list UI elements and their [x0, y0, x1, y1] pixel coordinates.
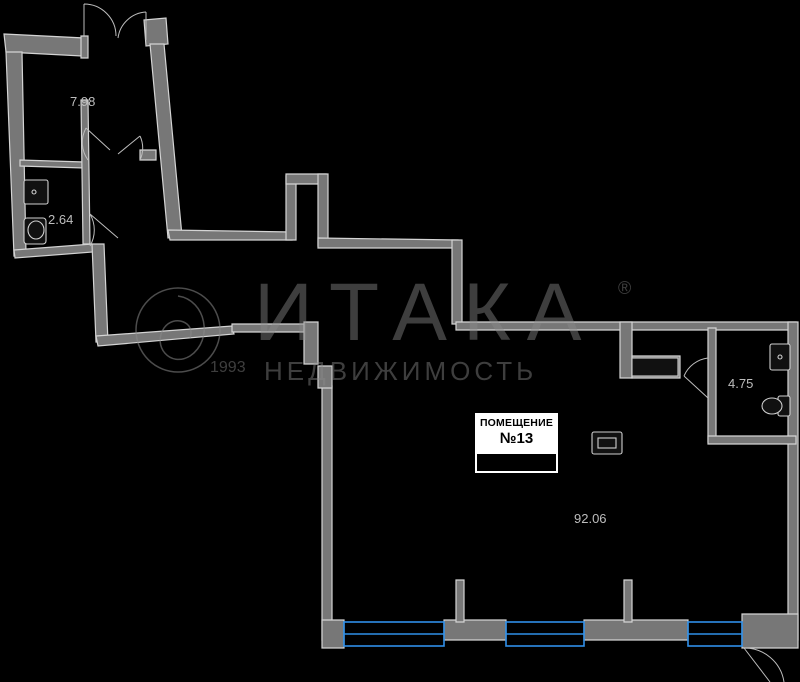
door-entrance-left	[83, 3, 117, 37]
doors	[81, 3, 785, 682]
door-vestibule-left	[81, 127, 111, 161]
watermark-registered: ®	[618, 278, 631, 298]
windows	[343, 621, 743, 647]
pier-mid-1-stem	[455, 579, 465, 623]
premise-label-title: ПОМЕЩЕНИЕ	[479, 417, 554, 429]
wall-vestibule-inner	[80, 99, 91, 245]
wall-corridor-bottom	[95, 325, 235, 347]
wall-main-left	[321, 385, 333, 641]
area-bathroom-left: 2.64	[48, 212, 73, 227]
premise-label-number: №13	[499, 430, 534, 447]
radiator-niche	[631, 357, 679, 377]
wall-left-divider	[19, 159, 85, 169]
wall-niche-right	[317, 173, 329, 247]
wall-bath-right-left	[707, 327, 717, 443]
area-main: 92.06	[574, 511, 607, 526]
wall-left-outer	[5, 51, 27, 257]
wall-niche-left	[285, 175, 297, 241]
pier-right	[741, 613, 799, 649]
pier-mid-2	[583, 619, 689, 641]
wall-corridor-left-vert	[91, 243, 109, 343]
door-bath-right	[683, 357, 709, 399]
door-entrance-right	[117, 11, 147, 40]
room-areas: 7.98 2.64 4.75 92.06	[48, 94, 753, 526]
wall-column-right-top	[619, 321, 633, 379]
fixtures	[23, 179, 791, 455]
watermark-brand: ИТАКА	[254, 267, 597, 358]
wall-corridor-top-right	[317, 237, 459, 249]
wall-column-mid	[303, 321, 319, 365]
pier-mid-2-stem	[623, 579, 633, 623]
watermark-logo-icon	[135, 287, 221, 373]
area-vestibule: 7.98	[70, 94, 95, 109]
watermark: ИТАКА ® 1993 НЕДВИЖИМОСТЬ	[135, 267, 631, 386]
wall-vestibule-door-jamb	[80, 35, 89, 59]
area-bathroom-right: 4.75	[728, 376, 753, 391]
wall-corridor-top	[167, 229, 293, 241]
premise-label: ПОМЕЩЕНИЕ №13	[474, 412, 559, 474]
wall-bath-right-bottom	[707, 435, 797, 445]
wall-column-top	[143, 17, 169, 47]
pier-mid-1	[443, 619, 507, 641]
wall-right-vestibule	[149, 43, 183, 239]
walls	[3, 17, 799, 649]
premise-label-bar	[477, 454, 556, 471]
wall-main-left-top	[317, 365, 333, 389]
door-exit	[743, 647, 785, 682]
watermark-subtitle: НЕДВИЖИМОСТЬ	[264, 356, 537, 386]
wall-vestibule-stub	[139, 149, 157, 161]
door-bath-left	[89, 213, 119, 247]
door-vestibule-right	[117, 135, 144, 161]
pier-left	[321, 619, 345, 649]
watermark-year: 1993	[210, 359, 246, 376]
